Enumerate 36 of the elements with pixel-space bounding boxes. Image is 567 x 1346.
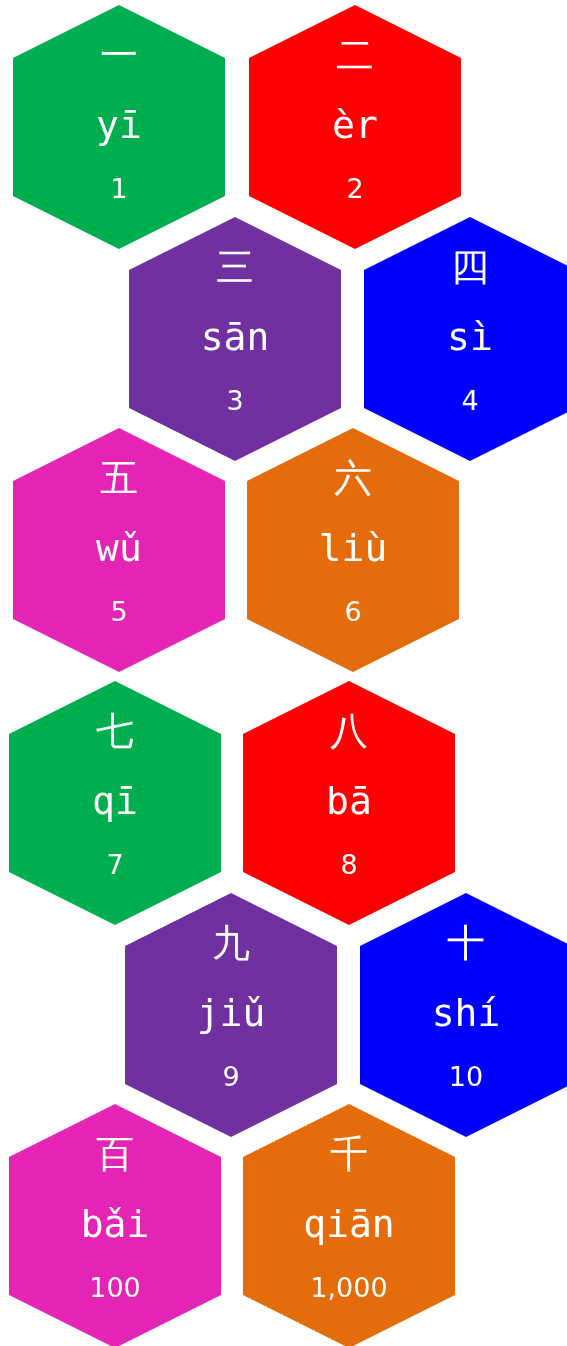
hanzi-character: 十 (447, 921, 485, 965)
pinyin-label: wǔ (96, 526, 142, 570)
pinyin-label: qī (92, 779, 138, 823)
pinyin-label: bā (326, 779, 372, 823)
numeral-label: 10 (448, 1061, 484, 1093)
numeral-label: 3 (226, 385, 244, 417)
hanzi-character: 六 (334, 456, 372, 500)
pinyin-label: liù (318, 526, 388, 570)
hanzi-character: 七 (96, 709, 134, 753)
numeral-label: 100 (89, 1272, 141, 1304)
hanzi-character: 百 (96, 1132, 134, 1176)
pinyin-label: jiǔ (196, 991, 266, 1035)
numeral-label: 8 (340, 849, 358, 881)
numeral-label: 1 (110, 173, 128, 205)
pinyin-label: èr (332, 103, 378, 147)
hanzi-character: 一 (100, 33, 138, 77)
hanzi-character: 三 (216, 245, 254, 289)
numeral-label: 9 (222, 1061, 240, 1093)
numeral-label: 6 (344, 596, 362, 628)
numeral-label: 1,000 (310, 1272, 388, 1304)
pinyin-label: yī (96, 103, 142, 147)
numeral-label: 2 (346, 173, 364, 205)
hanzi-character: 千 (330, 1132, 368, 1176)
hanzi-character: 五 (100, 456, 138, 500)
pinyin-label: qiān (303, 1202, 395, 1246)
numeral-label: 7 (106, 849, 124, 881)
pinyin-label: shí (431, 991, 501, 1035)
hanzi-character: 四 (451, 245, 489, 289)
pinyin-label: bǎi (80, 1202, 150, 1246)
numeral-label: 4 (461, 385, 479, 417)
numeral-label: 5 (110, 596, 128, 628)
hanzi-character: 九 (212, 921, 250, 965)
hanzi-character: 八 (330, 709, 368, 753)
pinyin-label: sān (200, 315, 270, 359)
pinyin-label: sì (447, 315, 493, 359)
hanzi-character: 二 (336, 33, 374, 77)
